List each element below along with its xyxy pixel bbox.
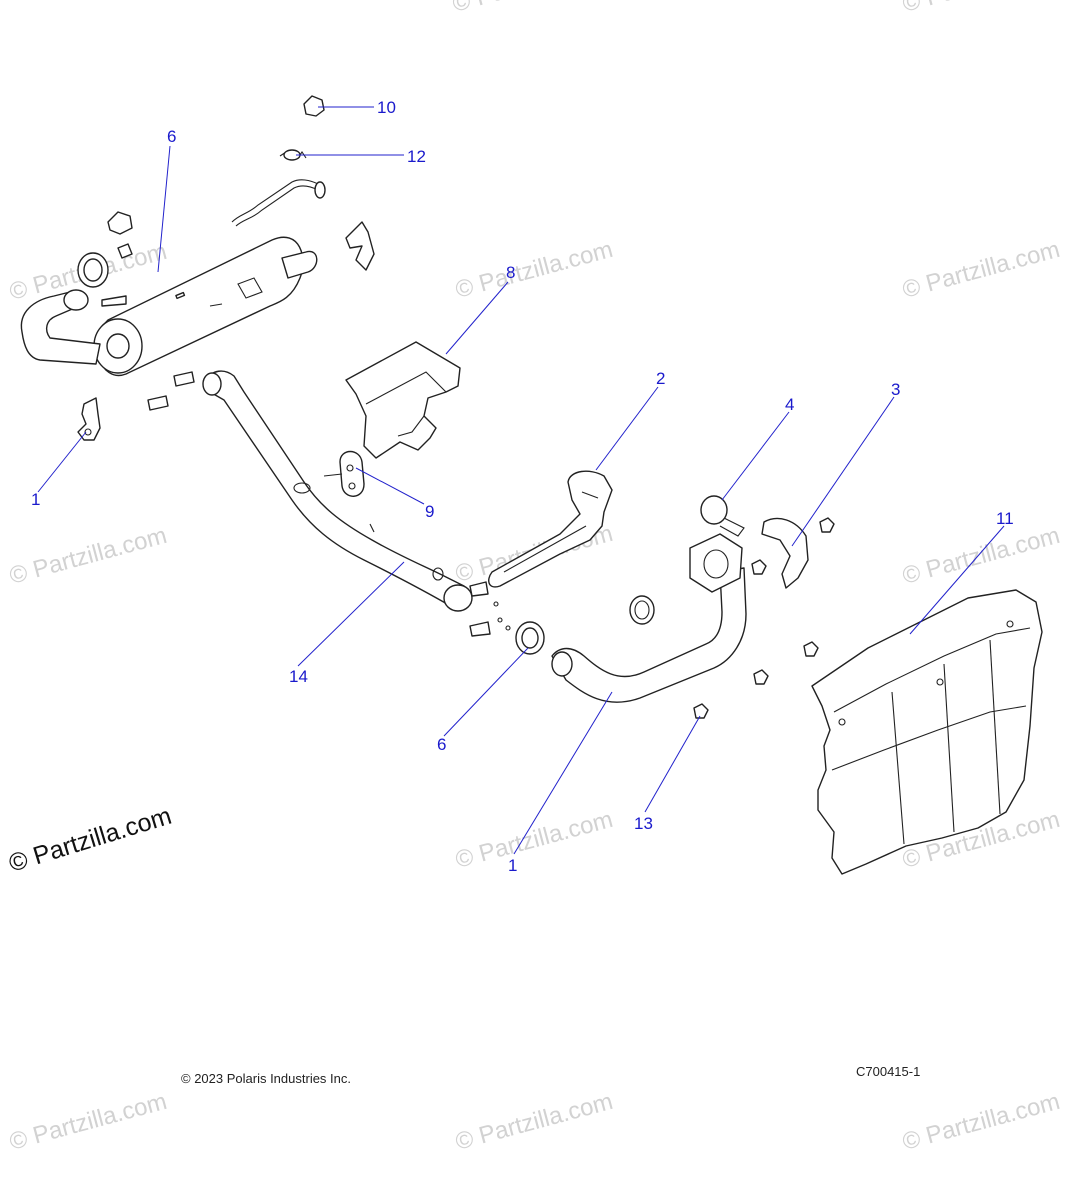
callout-4: 4 [785,395,794,414]
clamp-part-1-left [77,397,101,441]
callout-12: 12 [407,147,426,166]
nut-part-10 [303,95,325,117]
callout-8: 8 [506,263,515,282]
callout-1-left: 1 [31,490,40,509]
pipe-part-1 [551,533,747,703]
heat-shield-part-2 [488,470,613,588]
watermark: © Partzilla.com [900,1088,1063,1156]
clamp-center [629,595,655,625]
callout-10: 10 [377,98,396,117]
watermark: © Partzilla.com [453,236,616,304]
watermark: © Partzilla.com [7,522,170,590]
muffler-bracket-right [345,221,375,271]
callouts: 10 12 6 8 2 4 3 1 9 11 14 6 13 1 [31,98,1014,875]
head-pipe-part-14 [202,370,473,612]
muffler [20,179,326,377]
callout-13: 13 [634,814,653,833]
springs-center [469,581,511,637]
watermark: © Partzilla.com [900,236,1063,304]
isolator-part-9 [323,450,365,497]
callout-6-top: 6 [167,127,176,146]
muffler-gasket [77,252,109,288]
muffler-nut [107,211,133,259]
gasket-part-6 [515,621,545,655]
watermark: © Partzilla.com [900,522,1063,590]
springs-left [147,371,195,411]
callout-1-bottom: 1 [508,856,517,875]
heat-shield-part-8 [345,341,461,459]
heat-shield-part-3 [761,517,809,589]
watermark-layer: © Partzilla.com © Partzilla.com © Partzi… [7,0,1063,1156]
watermark: © Partzilla.com [7,1088,170,1156]
callout-3: 3 [891,380,900,399]
partzilla-brand-mark: © Partzilla.com [6,802,175,878]
heat-shield-part-11 [811,589,1043,875]
watermark: © Partzilla.com [450,0,613,18]
watermark: © Partzilla.com [900,0,1063,18]
watermark: © Partzilla.com [453,806,616,874]
leader-lines [37,106,1005,855]
fasteners [693,517,835,719]
callout-9: 9 [425,502,434,521]
watermark: © Partzilla.com [453,1088,616,1156]
callout-6-bottom: 6 [437,735,446,754]
callout-2: 2 [656,369,665,388]
diagram-code: C700415-1 [856,1064,920,1079]
clamp-part-4 [700,495,745,537]
callout-14: 14 [289,667,308,686]
copyright-text: © 2023 Polaris Industries Inc. [181,1071,351,1086]
callout-11: 11 [996,509,1014,528]
